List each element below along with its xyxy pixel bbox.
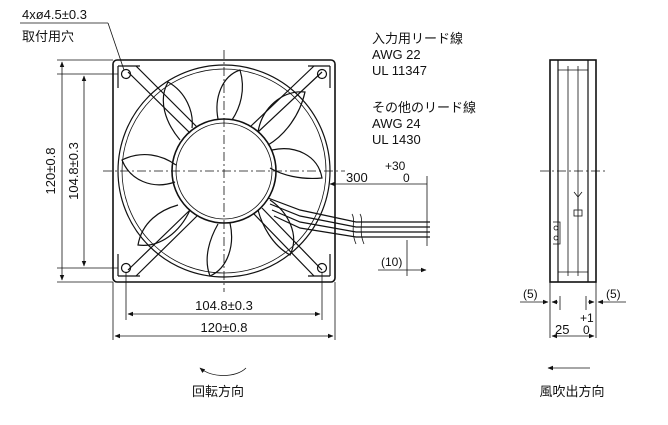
rotation-label: 回転方向 [192,384,244,400]
input-lead-awg: AWG 22 [372,47,421,62]
side-depth-minus: 0 [583,323,590,337]
other-lead-awg: AWG 24 [372,116,421,131]
lead-length-minus: 0 [403,171,410,185]
strip-length: (10) [381,255,402,269]
lead-length-nominal: 300 [346,170,368,185]
mount-hole-label: 取付用穴 [22,30,74,45]
other-lead-ul: UL 1430 [372,132,421,147]
side-depth: 25 [555,322,569,337]
input-lead-ul: UL 11347 [372,63,427,78]
side-view [540,59,606,283]
side-gap-right: (5) [606,287,621,301]
mount-hole-bl [120,262,132,274]
mount-hole-spec: 4xø4.5±0.3 [22,7,87,22]
lead-length-tol: +30 [385,159,406,173]
mount-holes [117,65,331,277]
side-depth-plus: +1 [580,311,594,325]
dim-outer-width: 120±0.8 [201,320,248,335]
mount-hole-br [316,262,328,274]
input-lead-title: 入力用リード線 [372,31,463,47]
rotation-arrow [199,367,247,376]
fan-frame [112,59,336,283]
side-gap-left: (5) [523,287,538,301]
other-lead-title: その他のリード線 [372,100,476,116]
side-frame [549,59,597,283]
lead-wires [267,197,430,245]
dim-outer-height: 120±0.8 [43,148,58,195]
fan-blades [121,69,323,277]
airflow-label: 風吹出方向 [539,384,604,400]
fan-spokes [127,65,323,277]
front-view [103,50,430,292]
dim-inner-width: 104.8±0.3 [195,298,253,313]
mount-hole-tr [316,68,328,80]
mount-hole-tl [120,68,132,80]
dim-inner-height: 104.8±0.3 [66,142,81,200]
